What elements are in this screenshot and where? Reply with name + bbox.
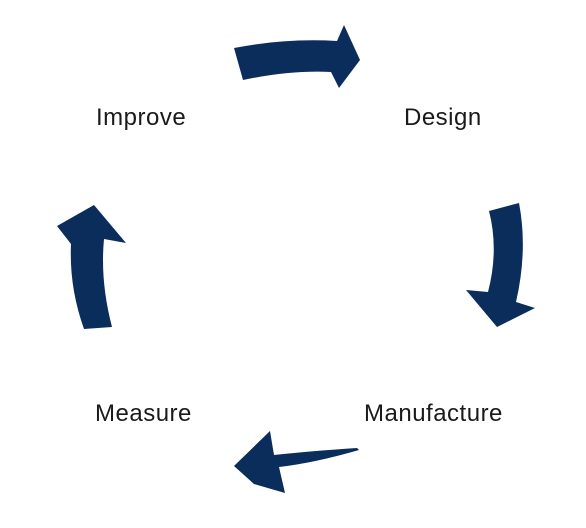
stage-label-manufacture: Manufacture bbox=[364, 400, 503, 427]
curved-arrow-right-icon bbox=[234, 25, 360, 88]
curved-arrow-up-icon bbox=[57, 205, 126, 329]
curved-arrow-left-icon bbox=[234, 431, 359, 493]
stage-label-improve: Improve bbox=[96, 104, 187, 131]
curved-arrow-down-icon bbox=[466, 203, 535, 327]
stage-label-measure: Measure bbox=[95, 400, 192, 427]
stage-label-design: Design bbox=[404, 104, 482, 131]
